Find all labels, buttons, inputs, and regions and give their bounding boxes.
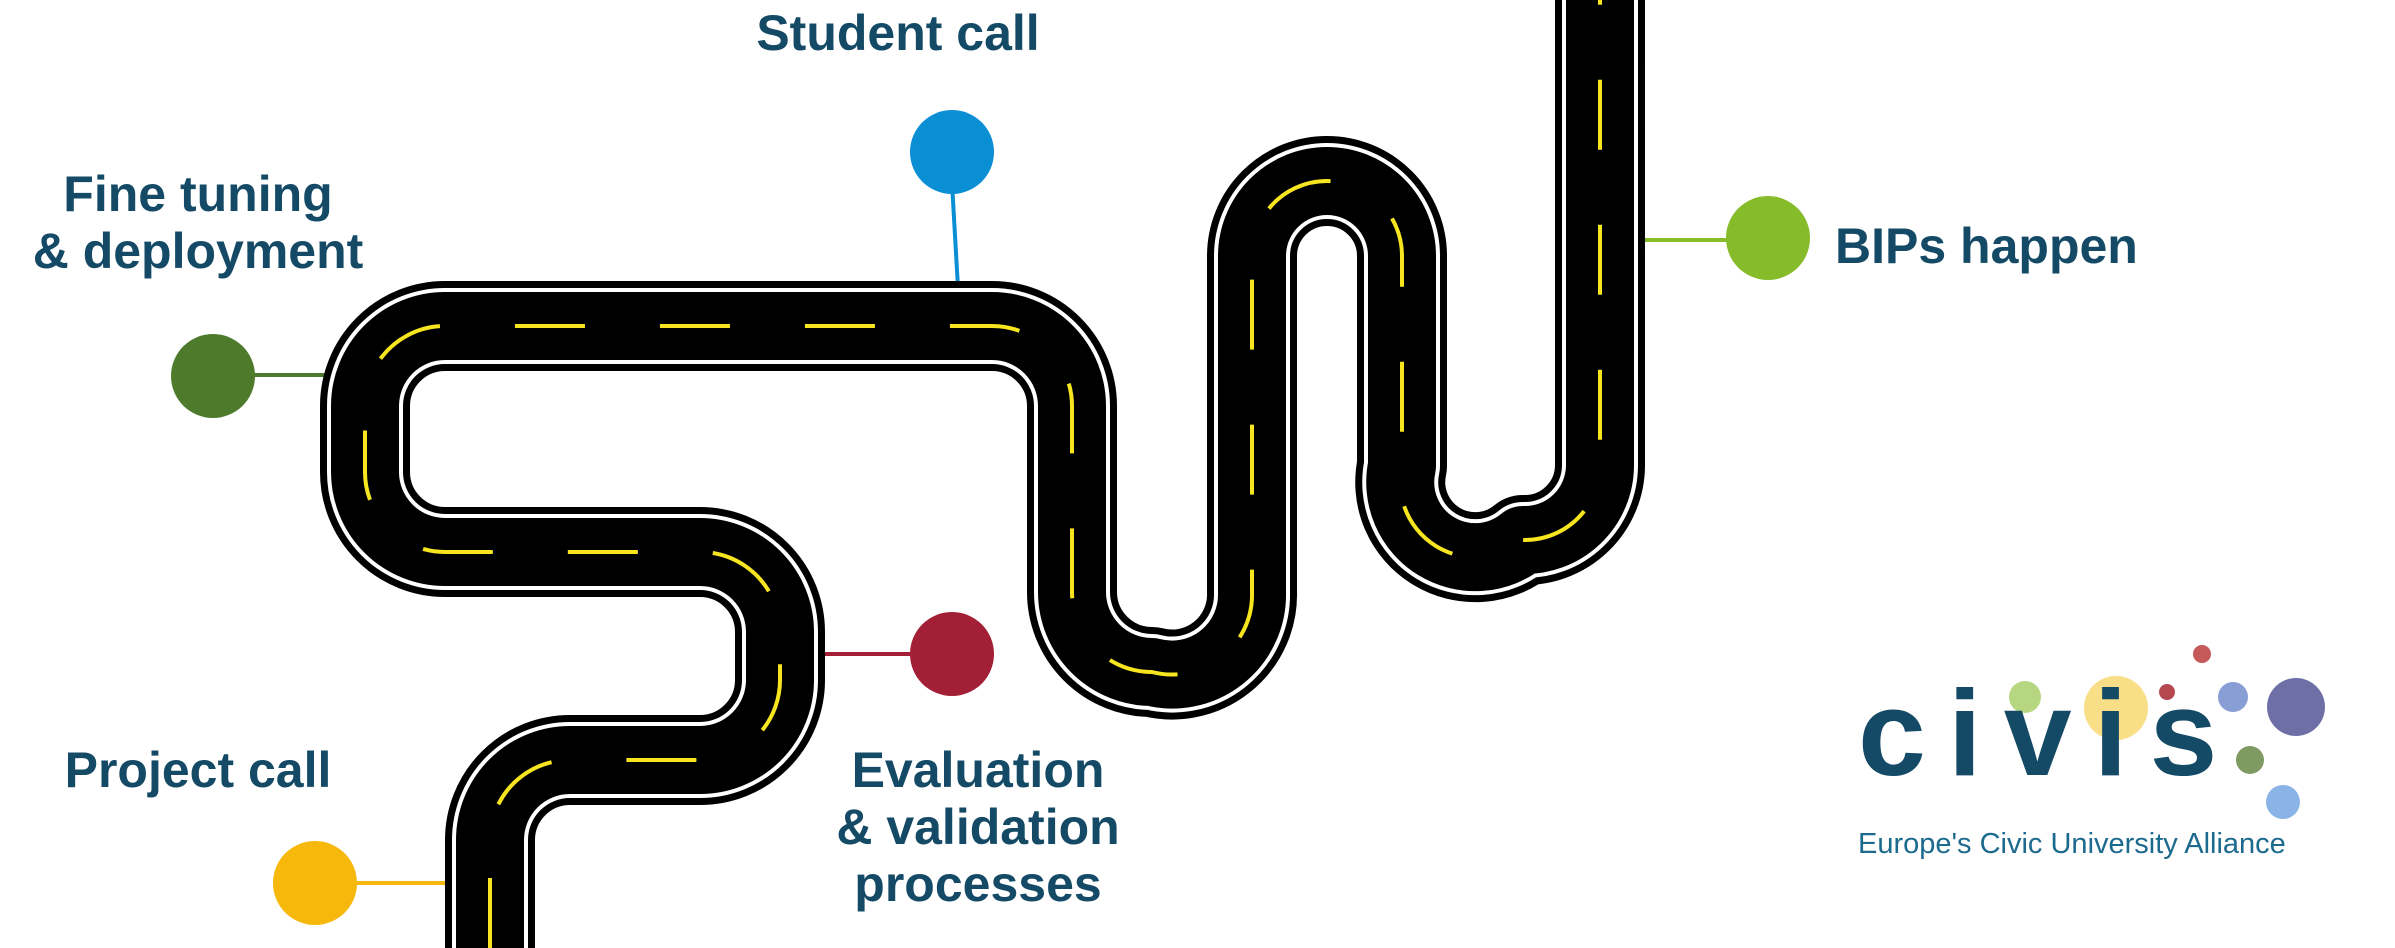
evaluation-label: Evaluation & validation processes [836, 742, 1119, 913]
fine-tuning-label-line1: Fine tuning [63, 166, 333, 222]
bips-label: BIPs happen [1835, 218, 2138, 274]
student-call-dot [910, 110, 994, 194]
student-call-label: Student call [756, 5, 1040, 61]
fine-tuning-label-line2: & deployment [32, 223, 364, 279]
student-call-connector [950, 182, 960, 289]
evaluation-label-line3: processes [854, 856, 1102, 912]
civis-logo-tagline: Europe's Civic University Alliance [1858, 828, 2286, 860]
fine-tuning-label: Fine tuning & deployment [33, 166, 364, 280]
civis-logo-wordmark: civis [1858, 665, 2240, 801]
evaluation-dot [910, 612, 994, 696]
logo-dots [2009, 645, 2325, 819]
winding-road [320, 0, 1645, 948]
road-asphalt [331, 0, 1634, 948]
bips-dot [1726, 196, 1810, 280]
fine-tuning-dot [171, 334, 255, 418]
project-call-dot [273, 841, 357, 925]
project-call-label: Project call [64, 742, 332, 798]
evaluation-label-line2: & validation [836, 799, 1120, 855]
evaluation-label-line1: Evaluation [851, 742, 1105, 798]
